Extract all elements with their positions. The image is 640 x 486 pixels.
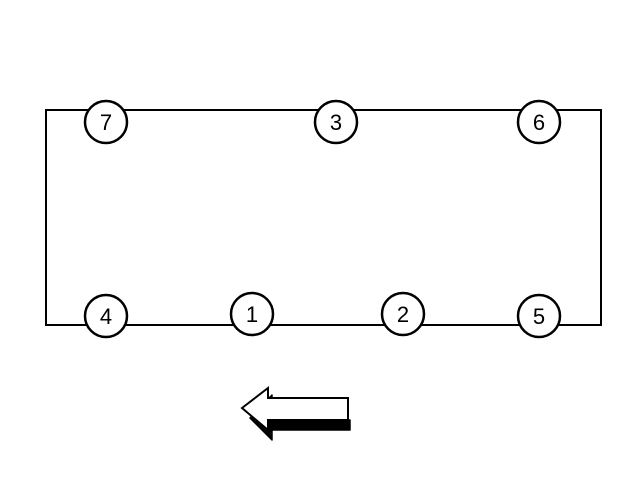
bolt-bottom-left: 1	[229, 291, 275, 337]
bolt-circle	[516, 99, 562, 145]
bolt-label: 3	[330, 110, 342, 135]
bolt-circle	[229, 291, 275, 337]
bolt-label: 4	[100, 304, 112, 329]
bolt-bottom-far-right: 5	[516, 293, 562, 339]
arrow-face	[240, 385, 349, 433]
bolt-top-left: 7	[83, 99, 129, 145]
bolt-label: 7	[100, 110, 112, 135]
left-arrow-icon	[240, 385, 351, 441]
bolt-label: 6	[533, 110, 545, 135]
bolt-circle	[313, 99, 359, 145]
bolt-circle	[83, 293, 129, 339]
bolt-circle	[516, 293, 562, 339]
cylinder-head-outline	[45, 109, 602, 326]
bolt-label: 2	[397, 302, 409, 327]
bolt-bottom-right: 2	[380, 291, 426, 337]
bolt-top-right: 6	[516, 99, 562, 145]
bolt-circle	[380, 291, 426, 337]
bolt-top-middle: 3	[313, 99, 359, 145]
bolt-label: 5	[533, 304, 545, 329]
bolt-circle	[83, 99, 129, 145]
bolt-bottom-far-left: 4	[83, 293, 129, 339]
bolt-label: 1	[246, 302, 258, 327]
